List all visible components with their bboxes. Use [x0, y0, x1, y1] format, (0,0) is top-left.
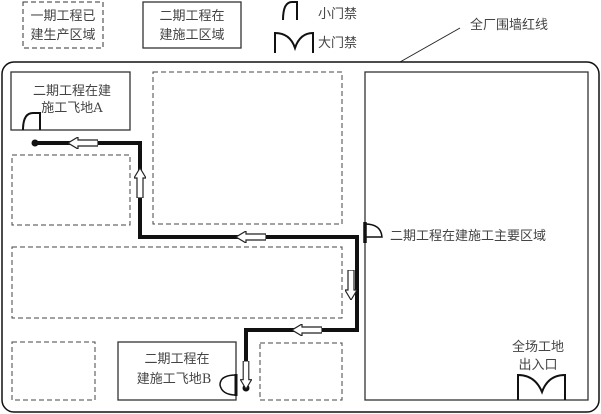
legend-small-gate-label: 小门禁	[318, 7, 357, 22]
transport-route	[35, 141, 359, 388]
legend-phase1-line2: 建生产区域	[30, 28, 95, 43]
phase1-area-top	[152, 71, 343, 225]
arrow-left-icon	[236, 231, 266, 243]
legend-phase1-box	[22, 1, 104, 49]
legend-phase2-box	[142, 1, 242, 49]
enclave-a-gate-icon	[22, 112, 41, 131]
arrow-down-icon	[240, 361, 252, 389]
route-start-dot	[31, 139, 39, 147]
wall-label: 全厂围墙红线	[470, 17, 548, 33]
entrance-line2: 出入口	[518, 358, 557, 373]
legend-large-gate-label: 大门禁	[318, 36, 357, 51]
enclave-a-line1: 二期工程在建	[33, 84, 111, 99]
enclave-a-line2: 施工飞地A	[41, 101, 103, 116]
large-gate-icon	[274, 31, 314, 53]
enclave-b-box	[117, 341, 237, 401]
phase1-area-bottom-mid	[259, 342, 343, 401]
enclave-b-line1: 二期工程在	[144, 352, 209, 367]
enclave-b-gate-icon	[219, 374, 237, 396]
legend-phase1-line1: 一期工程已	[30, 9, 95, 24]
main-area-label: 二期工程在建施工主要区域	[390, 229, 546, 244]
entrance-line1: 全场工地	[512, 339, 564, 355]
arrow-left-icon	[68, 137, 98, 149]
legend-phase2-line2: 建施工区域	[159, 28, 224, 43]
phase1-area-left	[11, 154, 131, 226]
arrow-up-icon	[134, 168, 146, 198]
enclave-a-box	[10, 71, 131, 131]
wall-leader-line	[399, 27, 461, 63]
phase1-area-bottom-left	[11, 341, 96, 401]
main-area-gate-icon	[364, 223, 383, 238]
legend-phase2-line1: 二期工程在	[159, 9, 224, 24]
entrance-gate-icon	[517, 373, 566, 400]
plant-wall-boundary	[1, 61, 600, 413]
phase1-area-middle	[11, 246, 343, 319]
small-gate-icon	[282, 0, 298, 21]
arrow-left-icon	[292, 324, 322, 336]
enclave-b-line2: 建施工飞地B	[137, 372, 212, 387]
